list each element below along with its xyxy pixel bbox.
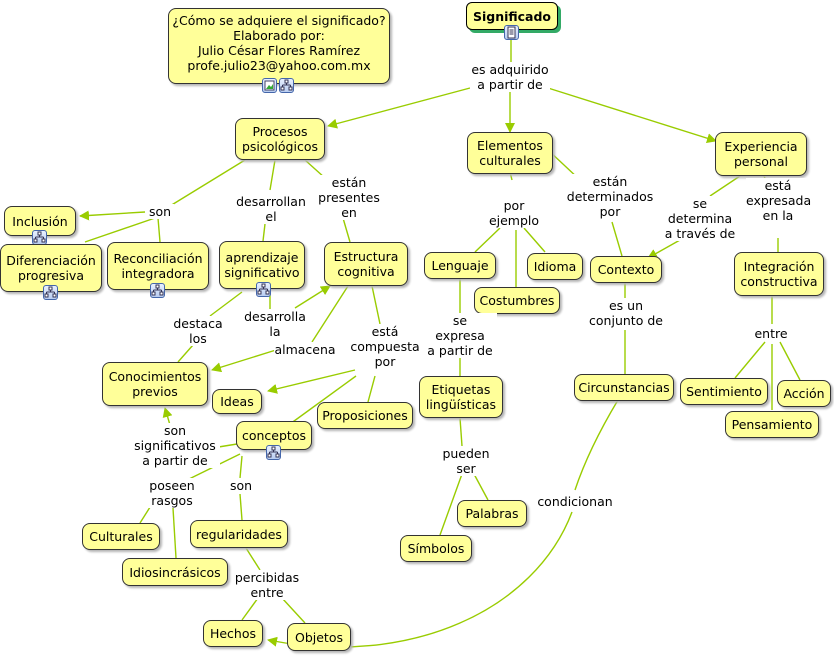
- node-pensamiento[interactable]: Pensamiento: [725, 411, 819, 438]
- node-ideas[interactable]: Ideas: [212, 389, 262, 414]
- concept-map-icon[interactable]: [32, 230, 47, 245]
- line-son-inclusion: [79, 210, 146, 221]
- line-desarrolla-estructura: [294, 285, 331, 309]
- link-almacena: almacena: [274, 342, 336, 357]
- concept-map-icon[interactable]: [256, 282, 271, 297]
- node-reconciliacion-integradora[interactable]: Reconciliación integradora: [107, 242, 209, 290]
- concept-map-icon[interactable]: [43, 285, 58, 300]
- line-procesos-son: [169, 159, 246, 207]
- node-hechos[interactable]: Hechos: [203, 620, 263, 647]
- node-regularidades[interactable]: regularidades: [190, 520, 288, 548]
- line-conceptos-son: [239, 455, 243, 479]
- link-esta-expresada: está expresada en la: [746, 178, 812, 223]
- line-regularidades-percibidas: [245, 547, 261, 571]
- line-determinados-contexto: [611, 221, 623, 257]
- concept-map-icon[interactable]: [279, 78, 294, 93]
- line-circunstancias-condicionan: [574, 399, 619, 491]
- line-compuesta-proposiciones: [367, 375, 376, 403]
- info-title: ¿Cómo se adquiere el significado?: [172, 13, 386, 28]
- node-circunstancias[interactable]: Circunstancias: [574, 374, 674, 401]
- node-aprendizaje-significativo[interactable]: aprendizaje significativo: [219, 241, 305, 289]
- concept-map-icon[interactable]: [150, 283, 165, 298]
- line-desarrollan-aprendizaje: [262, 223, 266, 242]
- line-percibidas-objetos: [281, 597, 306, 624]
- link-estan-presentes: están presentes en: [316, 175, 382, 220]
- node-accion[interactable]: Acción: [777, 380, 831, 407]
- node-simbolos[interactable]: Símbolos: [400, 535, 472, 562]
- link-es-adquirido: es adquirido a partir de: [470, 62, 550, 92]
- link-destaca-los: destaca los: [172, 316, 224, 346]
- line-estructura-compuesta: [371, 285, 381, 325]
- link-condicionan: condicionan: [536, 494, 614, 509]
- line-son-diferenciacion: [84, 217, 156, 243]
- link-entre-integracion: entre: [752, 326, 790, 341]
- line-presentes-estructura: [342, 217, 351, 243]
- line-significativos-conocimientos: [162, 407, 173, 426]
- info-author-label: Elaborado por:: [233, 28, 325, 43]
- line-experiencia-determina: [709, 175, 741, 197]
- line-entre-accion: [779, 341, 801, 381]
- node-objetos[interactable]: Objetos: [287, 623, 351, 651]
- link-estan-determinados: están determinados por: [565, 174, 655, 219]
- node-idiosincrasicos[interactable]: Idiosincrásicos: [122, 558, 228, 586]
- document-icon[interactable]: [504, 25, 519, 40]
- node-integracion-constructiva[interactable]: Integración constructiva: [734, 252, 824, 296]
- link-esta-compuesta: está compuesta por: [350, 324, 420, 369]
- node-idioma[interactable]: Idioma: [527, 253, 583, 280]
- link-se-determina: se determina a través de: [660, 196, 740, 241]
- node-palabras[interactable]: Palabras: [457, 500, 527, 527]
- line-entre-sentimiento: [734, 341, 766, 379]
- node-elementos-culturales[interactable]: Elementos culturales: [467, 132, 553, 174]
- node-estructura-cognitiva[interactable]: Estructura cognitiva: [324, 242, 408, 286]
- line-poseen-idiosincrasicos: [172, 507, 177, 559]
- line-aprendizaje-destaca: [209, 291, 243, 317]
- node-proposiciones[interactable]: Proposiciones: [317, 402, 413, 429]
- link-pueden-ser: pueden ser: [440, 446, 492, 476]
- link-son-procesos: son: [146, 204, 174, 219]
- line-compuesta-ideas: [267, 369, 356, 394]
- line-compuesta-conceptos: [289, 375, 357, 425]
- line-porejemplo-lenguaje: [474, 227, 501, 253]
- link-percibidas-entre: percibidas entre: [232, 570, 302, 600]
- link-son-conceptos: son: [228, 478, 254, 493]
- link-son-significativos: son significativos a partir de: [130, 423, 220, 468]
- node-contexto[interactable]: Contexto: [590, 256, 662, 283]
- line-estructura-almacena: [311, 285, 349, 343]
- info-author-name: Julio César Flores Ramírez: [197, 43, 361, 58]
- node-experiencia-personal[interactable]: Experiencia personal: [715, 132, 807, 176]
- line-destaca-conocimientos: [177, 344, 194, 363]
- line-to-experiencia: [547, 87, 717, 144]
- node-diferenciacion-progresiva[interactable]: Diferenciación progresiva: [0, 244, 102, 292]
- line-son-reconciliacion: [157, 217, 161, 243]
- node-lenguaje[interactable]: Lenguaje: [424, 252, 496, 279]
- node-procesos-psicologicos[interactable]: Procesos psicológicos: [235, 118, 325, 160]
- link-es-un-conjunto: es un conjunto de: [588, 298, 664, 328]
- line-percibidas-hechos: [241, 597, 259, 621]
- link-desarrolla-la: desarrolla la: [243, 309, 307, 339]
- line-pueden-simbolos: [439, 473, 463, 536]
- link-se-expresa: se expresa a partir de: [423, 313, 497, 358]
- line-determina-contexto: [647, 239, 681, 259]
- line-procesos-desarrollan: [269, 159, 276, 191]
- line-pueden-palabras: [473, 473, 489, 501]
- line-son-regularidades: [239, 493, 243, 521]
- node-conocimientos-previos[interactable]: Conocimientos previos: [102, 362, 208, 406]
- node-sentimiento[interactable]: Sentimiento: [680, 378, 768, 405]
- line-etiquetas-pueden: [459, 417, 463, 447]
- line-almacena-conocimientos: [211, 349, 277, 373]
- line-to-procesos: [327, 87, 471, 129]
- image-icon[interactable]: [262, 78, 277, 93]
- link-desarrollan-el: desarrollan el: [234, 194, 308, 224]
- link-poseen-rasgos: poseen rasgos: [146, 478, 198, 508]
- node-costumbres[interactable]: Costumbres: [474, 287, 560, 314]
- node-culturales[interactable]: Culturales: [82, 523, 160, 550]
- concept-map-icon[interactable]: [266, 445, 281, 460]
- info-box: ¿Cómo se adquiere el significado? Elabor…: [168, 8, 390, 84]
- info-email: profe.julio23@yahoo.com.mx: [187, 58, 371, 73]
- link-por-ejemplo: por ejemplo: [482, 198, 546, 228]
- node-etiquetas-linguisticas[interactable]: Etiquetas lingüísticas: [419, 376, 503, 418]
- line-porejemplo-idioma: [523, 227, 546, 253]
